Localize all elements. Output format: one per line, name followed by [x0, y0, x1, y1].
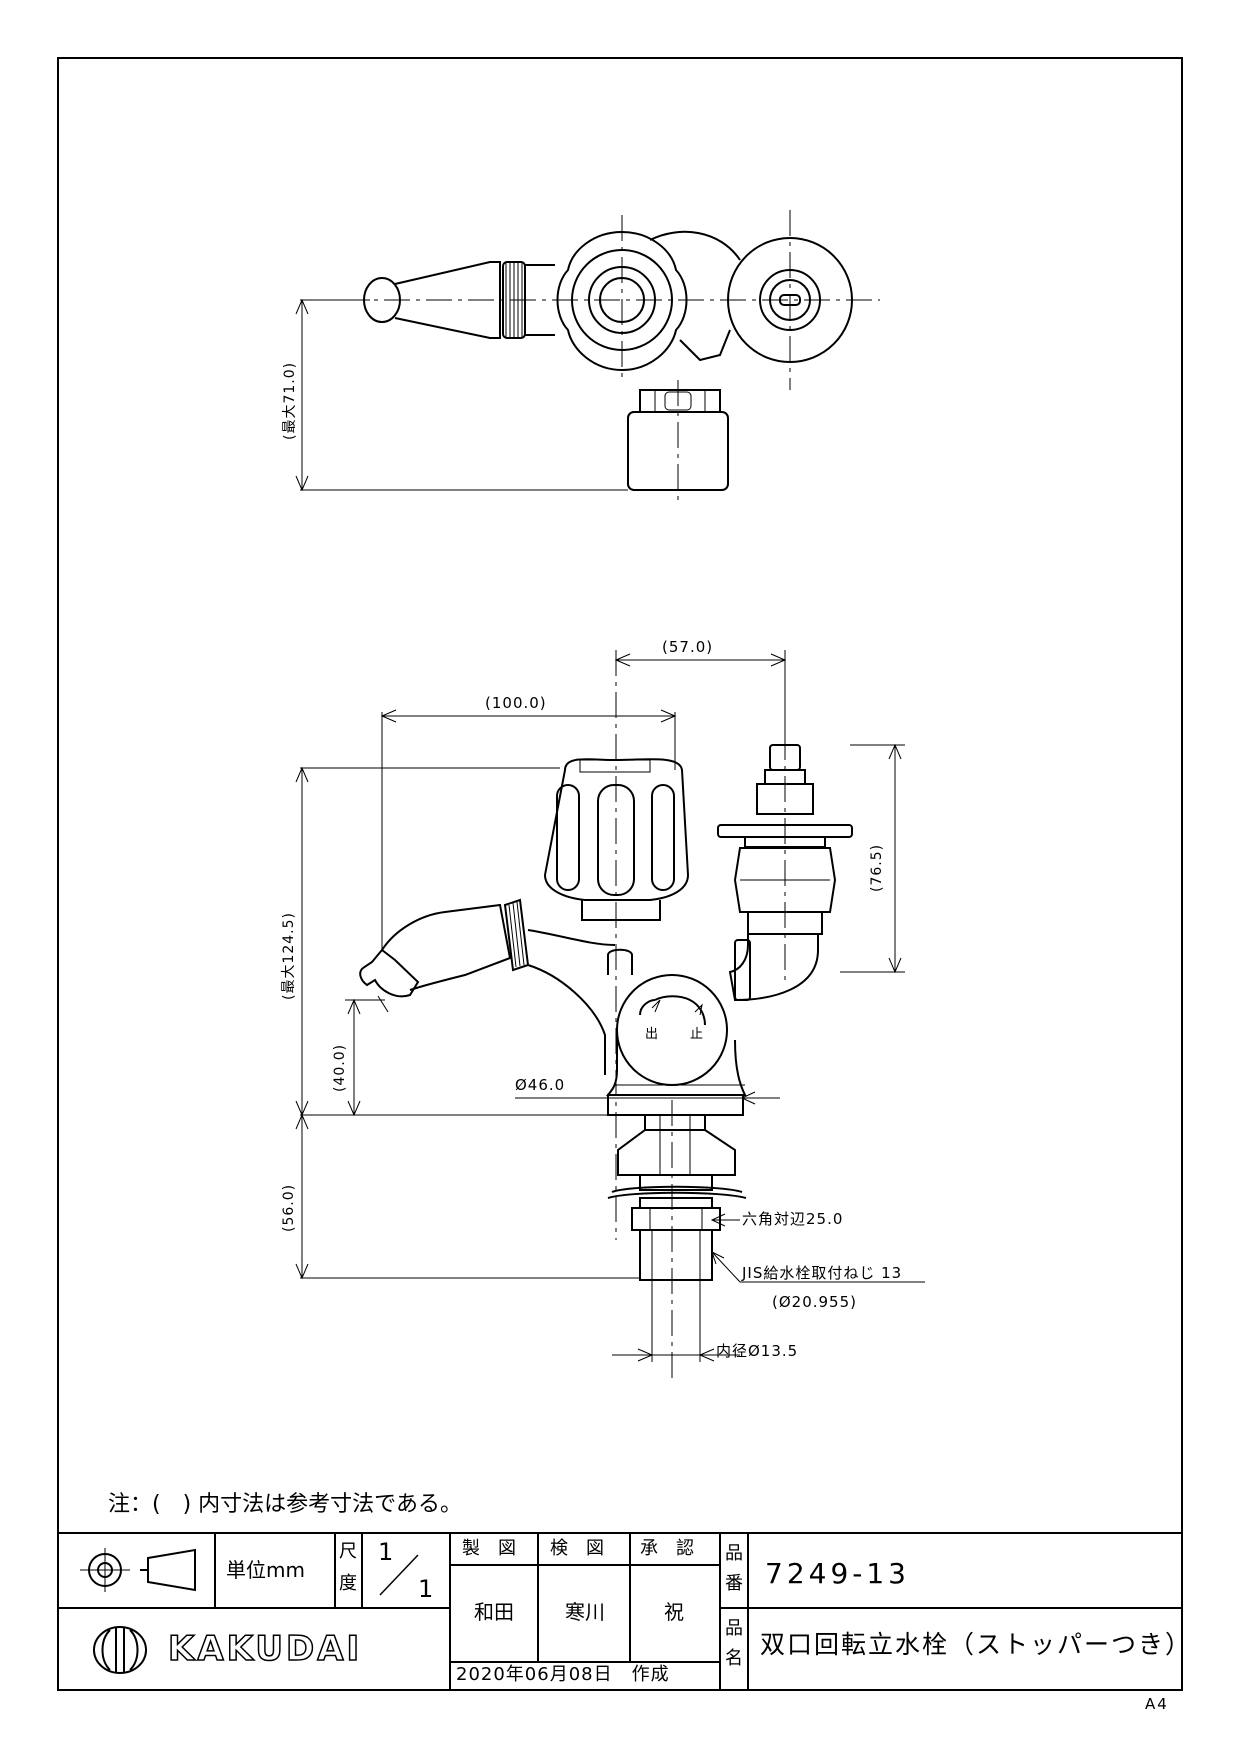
drawing-border — [57, 57, 1183, 1691]
checked-label: 検 図 — [550, 1538, 604, 1559]
thread-spec-label: JIS給水栓取付ねじ 13 — [742, 1264, 903, 1282]
drawn-by: 和田 — [474, 1600, 514, 1624]
inner-diameter-label: 内径Ø13.5 — [716, 1342, 799, 1360]
creation-date: 2020年06月08日 作成 — [456, 1664, 670, 1685]
mark-stop-label: 止 — [690, 1027, 704, 1042]
product-number: 7249-13 — [765, 1557, 910, 1590]
reference-note: 注：( ) 内寸法は参考寸法である。 — [108, 1492, 462, 1517]
width-100-label: (100.0) — [485, 694, 547, 712]
hex-across-flats-label: 六角対辺25.0 — [742, 1210, 844, 1228]
top-height-max-label: (最大71.0) — [282, 361, 298, 440]
scale-numerator: 1 — [378, 1538, 394, 1566]
height-56-label: (56.0) — [281, 1183, 297, 1232]
height-40-label: (40.0) — [332, 1043, 348, 1092]
width-57-label: (57.0) — [662, 638, 714, 656]
company-logo-text: KAKUDAI — [167, 1629, 363, 1669]
top-view — [295, 210, 880, 505]
thread-diameter-label: (Ø20.955) — [772, 1293, 857, 1311]
product-name-label-2: 名 — [725, 1648, 743, 1669]
drawn-label: 製 図 — [462, 1538, 516, 1559]
title-block — [57, 1532, 1183, 1691]
product-no-label-1: 品 — [725, 1543, 743, 1564]
product-no-label-2: 番 — [725, 1573, 743, 1594]
unit-label: 単位mm — [226, 1558, 305, 1582]
product-name-label-1: 品 — [725, 1618, 743, 1639]
product-name: 双口回転立水栓（ストッパーつき） — [760, 1630, 1193, 1659]
scale-label-2: 度 — [339, 1573, 357, 1594]
height-max-124-5-label: (最大124.5) — [281, 911, 297, 1000]
paper-size: A4 — [1145, 1695, 1169, 1713]
scale-label-1: 尺 — [339, 1541, 357, 1562]
height-76-5-label: (76.5) — [869, 843, 885, 892]
approved-by: 祝 — [664, 1600, 684, 1624]
checked-by: 寒川 — [565, 1600, 605, 1624]
mark-out-label: 出 — [645, 1027, 659, 1042]
front-view — [295, 650, 925, 1380]
approved-label: 承 認 — [640, 1538, 694, 1559]
diameter-46-label: Ø46.0 — [515, 1076, 566, 1094]
scale-denominator: 1 — [418, 1575, 434, 1603]
